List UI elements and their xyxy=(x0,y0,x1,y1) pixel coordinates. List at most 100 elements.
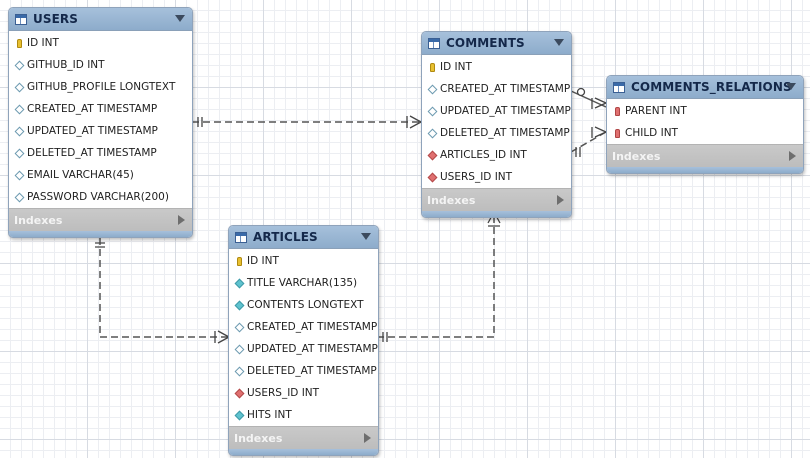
column-row[interactable]: DELETED_AT TIMESTAMP xyxy=(229,360,378,382)
column-diamond-icon xyxy=(234,322,245,332)
column-row[interactable]: CREATED_AT TIMESTAMP xyxy=(422,78,571,100)
indexes-label: Indexes xyxy=(612,149,661,163)
table-title: COMMENTS_RELATIONS xyxy=(631,80,792,94)
foreign-key-diamond-icon xyxy=(234,388,245,398)
column-list: ID INT GITHUB_ID INT GITHUB_PROFILE LONG… xyxy=(9,31,192,208)
column-row[interactable]: TITLE VARCHAR(135) xyxy=(229,272,378,294)
table-icon xyxy=(15,13,27,25)
rel-articles-comments xyxy=(377,212,495,338)
column-row[interactable]: ID INT xyxy=(422,56,571,78)
collapse-arrow-icon[interactable] xyxy=(554,39,564,46)
expand-arrow-icon[interactable] xyxy=(557,195,564,205)
column-label: ID INT xyxy=(440,61,472,73)
notation-many-articles xyxy=(214,330,230,344)
table-header[interactable]: COMMENTS xyxy=(422,32,571,55)
column-diamond-icon xyxy=(14,126,25,136)
column-label: PASSWORD VARCHAR(200) xyxy=(27,191,169,203)
table-icon xyxy=(613,81,625,93)
primary-key-icon xyxy=(237,256,242,266)
foreign-key-diamond-icon xyxy=(427,150,438,160)
expand-arrow-icon[interactable] xyxy=(789,151,796,161)
table-title: USERS xyxy=(33,12,78,26)
table-users[interactable]: USERS ID INT GITHUB_ID INT GITHUB_PROFIL… xyxy=(8,7,193,238)
table-title: ARTICLES xyxy=(253,230,318,244)
column-row[interactable]: PARENT INT xyxy=(607,100,803,122)
column-label: TITLE VARCHAR(135) xyxy=(247,277,358,289)
notation-one-articles xyxy=(382,332,388,342)
table-header[interactable]: USERS xyxy=(9,8,192,31)
column-label: USERS_ID INT xyxy=(440,171,513,183)
column-row[interactable]: GITHUB_PROFILE LONGTEXT xyxy=(9,76,192,98)
column-list: ID INT CREATED_AT TIMESTAMP UPDATED_AT T… xyxy=(422,55,571,188)
notation-many-rel-child xyxy=(591,126,607,138)
table-articles[interactable]: ARTICLES ID INT TITLE VARCHAR(135) CONTE… xyxy=(228,225,379,456)
column-label: PARENT INT xyxy=(625,105,687,117)
column-label: EMAIL VARCHAR(45) xyxy=(27,169,134,181)
table-comments[interactable]: COMMENTS ID INT CREATED_AT TIMESTAMP UPD… xyxy=(421,31,572,218)
column-label: ARTICLES_ID INT xyxy=(440,149,527,161)
column-row[interactable]: CONTENTS LONGTEXT xyxy=(229,294,378,316)
column-row[interactable]: ID INT xyxy=(9,32,192,54)
column-row[interactable]: UPDATED_AT TIMESTAMP xyxy=(9,120,192,142)
column-row[interactable]: UPDATED_AT TIMESTAMP xyxy=(229,338,378,360)
column-list: ID INT TITLE VARCHAR(135) CONTENTS LONGT… xyxy=(229,249,378,426)
indexes-section[interactable]: Indexes xyxy=(422,188,571,211)
column-row[interactable]: USERS_ID INT xyxy=(422,166,571,188)
collapse-arrow-icon[interactable] xyxy=(175,15,185,22)
notation-many-rel-parent xyxy=(591,97,607,109)
column-label: DELETED_AT TIMESTAMP xyxy=(440,127,570,139)
primary-key-icon xyxy=(17,38,22,48)
column-diamond-icon xyxy=(234,344,245,354)
table-footer xyxy=(607,167,803,173)
column-label: UPDATED_AT TIMESTAMP xyxy=(440,105,571,117)
column-row[interactable]: CREATED_AT TIMESTAMP xyxy=(9,98,192,120)
collapse-arrow-icon[interactable] xyxy=(786,83,796,90)
column-row[interactable]: CHILD INT xyxy=(607,122,803,144)
column-label: CREATED_AT TIMESTAMP xyxy=(27,103,158,115)
column-row[interactable]: EMAIL VARCHAR(45) xyxy=(9,164,192,186)
column-diamond-icon xyxy=(14,60,25,70)
column-label: CHILD INT xyxy=(625,127,678,139)
column-label: GITHUB_ID INT xyxy=(27,59,105,71)
rel-comments-relations-parent xyxy=(570,90,607,108)
column-diamond-icon xyxy=(427,84,438,94)
column-row[interactable]: DELETED_AT TIMESTAMP xyxy=(422,122,571,144)
column-row[interactable]: PASSWORD VARCHAR(200) xyxy=(9,186,192,208)
table-footer xyxy=(9,231,192,237)
column-row[interactable]: CREATED_AT TIMESTAMP xyxy=(229,316,378,338)
column-list: PARENT INT CHILD INT xyxy=(607,99,803,144)
indexes-section[interactable]: Indexes xyxy=(607,144,803,167)
column-row[interactable]: GITHUB_ID INT xyxy=(9,54,192,76)
column-diamond-icon xyxy=(14,104,25,114)
table-comments-relations[interactable]: COMMENTS_RELATIONS PARENT INT CHILD INT … xyxy=(606,75,804,174)
table-footer xyxy=(229,449,378,455)
column-row[interactable]: ARTICLES_ID INT xyxy=(422,144,571,166)
expand-arrow-icon[interactable] xyxy=(178,215,185,225)
indexes-section[interactable]: Indexes xyxy=(229,426,378,449)
collapse-arrow-icon[interactable] xyxy=(361,233,371,240)
column-row[interactable]: ID INT xyxy=(229,250,378,272)
column-diamond-icon xyxy=(14,148,25,158)
column-diamond-icon xyxy=(234,366,245,376)
indexes-label: Indexes xyxy=(234,431,283,445)
column-row[interactable]: DELETED_AT TIMESTAMP xyxy=(9,142,192,164)
table-header[interactable]: ARTICLES xyxy=(229,226,378,249)
indexes-label: Indexes xyxy=(14,213,63,227)
table-header[interactable]: COMMENTS_RELATIONS xyxy=(607,76,803,99)
column-diamond-icon xyxy=(14,82,25,92)
primary-key-icon xyxy=(430,62,435,72)
column-row[interactable]: UPDATED_AT TIMESTAMP xyxy=(422,100,571,122)
column-diamond-icon xyxy=(14,170,25,180)
column-row[interactable]: USERS_ID INT xyxy=(229,382,378,404)
notation-one-comments-right xyxy=(575,147,581,157)
column-label: DELETED_AT TIMESTAMP xyxy=(247,365,377,377)
indexes-section[interactable]: Indexes xyxy=(9,208,192,231)
expand-arrow-icon[interactable] xyxy=(364,433,371,443)
column-row[interactable]: HITS INT xyxy=(229,404,378,426)
not-null-diamond-icon xyxy=(234,278,245,288)
notation-optional xyxy=(576,87,586,97)
rel-users-articles xyxy=(99,238,229,338)
column-diamond-icon xyxy=(427,128,438,138)
column-label: DELETED_AT TIMESTAMP xyxy=(27,147,157,159)
